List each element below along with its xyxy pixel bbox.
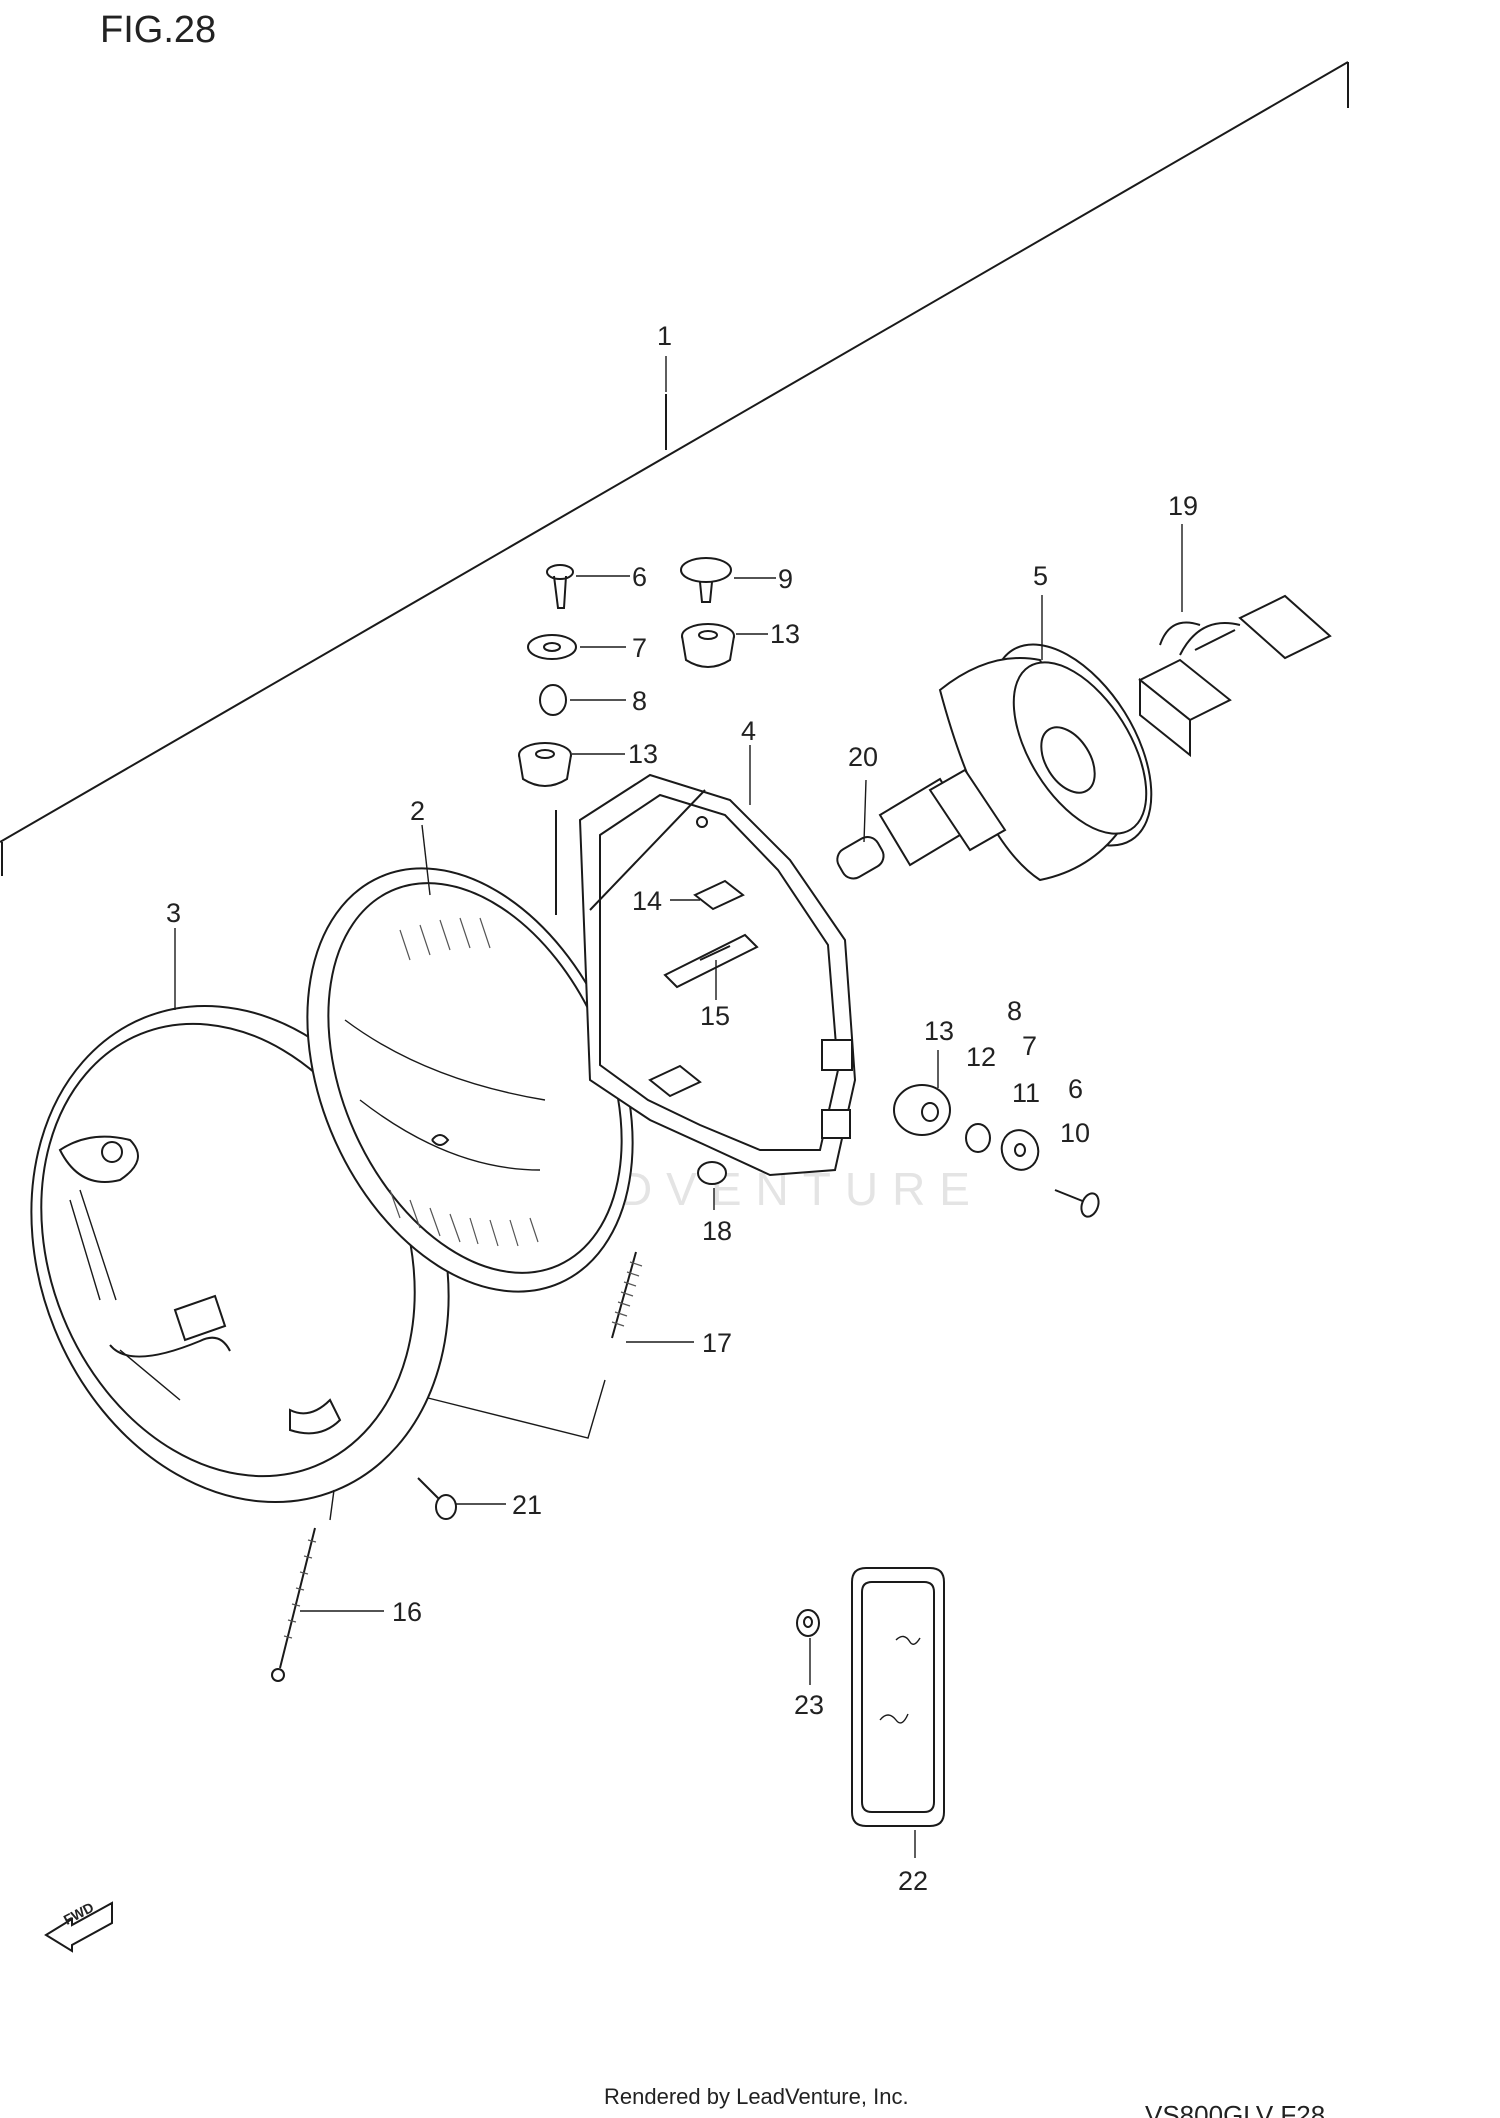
callout-6-side: 6 [1068, 1074, 1083, 1104]
part-5-socket-cover [938, 643, 1153, 882]
callout-13-mid: 13 [628, 739, 658, 769]
part-19-socket [1138, 594, 1332, 758]
callout-8-top: 8 [632, 686, 647, 716]
callout-14: 14 [632, 886, 662, 916]
part-20-bulb [836, 768, 1007, 880]
part-13-grommet-side [893, 1084, 951, 1136]
callout-6-top: 6 [632, 562, 647, 592]
callout-7-side: 7 [1022, 1031, 1037, 1061]
part-17-spring [611, 1251, 643, 1339]
assembly-bracket [0, 61, 1349, 876]
part-15-clamp [663, 933, 759, 989]
part-22-emblem-plate [851, 1567, 945, 1827]
callout-1: 1 [657, 321, 672, 351]
part-13-grommet-mid [518, 742, 572, 787]
callout-19: 19 [1168, 491, 1198, 521]
part-6-screw [546, 564, 574, 609]
callout-22: 22 [898, 1866, 928, 1896]
part-9-screw [680, 557, 732, 603]
callout-3: 3 [166, 898, 181, 928]
part-2-headlight-unit [306, 867, 634, 1293]
callout-13-top: 13 [770, 619, 800, 649]
part-11-washer [1000, 1129, 1040, 1171]
part-8-collar [539, 684, 567, 716]
callout-8-side: 8 [1007, 996, 1022, 1026]
fwd-arrow-icon: FWD [44, 1899, 113, 1953]
callout-9: 9 [778, 564, 793, 594]
callout-5: 5 [1033, 561, 1048, 591]
callout-labels: 1 2 3 4 5 6 7 8 9 13 13 19 20 14 15 13 8… [166, 321, 1198, 1896]
footer-credit: Rendered by LeadVenture, Inc. [604, 2084, 909, 2109]
callout-13-side: 13 [924, 1016, 954, 1046]
callout-7-top: 7 [632, 633, 647, 663]
callout-21: 21 [512, 1490, 542, 1520]
callout-16: 16 [392, 1597, 422, 1627]
callout-18: 18 [702, 1216, 732, 1246]
part-13-grommet-top [681, 623, 735, 668]
callout-23: 23 [794, 1690, 824, 1720]
callout-12: 12 [966, 1042, 996, 1072]
part-23-nut [796, 1609, 820, 1637]
callout-2: 2 [410, 796, 425, 826]
callout-17: 17 [702, 1328, 732, 1358]
callout-15: 15 [700, 1001, 730, 1031]
part-14-clip [693, 879, 745, 911]
part-12-collar [965, 1123, 991, 1153]
leader-lines [174, 356, 1183, 1858]
spring-leader [427, 1379, 606, 1439]
callout-11: 11 [1012, 1078, 1040, 1108]
part-7-washer [527, 634, 577, 660]
part-10-screw [1054, 1189, 1100, 1218]
part-4-headlight-bracket [578, 773, 857, 1177]
figure-title: FIG.28 [100, 9, 216, 51]
part-18-grommet [697, 1161, 727, 1185]
part-16-adjust-screw [271, 1527, 317, 1682]
callout-10: 10 [1060, 1118, 1090, 1148]
diagram-code: VS800GLV F28 ... [1145, 2100, 1354, 2118]
callout-20: 20 [848, 742, 878, 772]
part-21-screw [417, 1477, 457, 1520]
callout-4: 4 [741, 716, 756, 746]
